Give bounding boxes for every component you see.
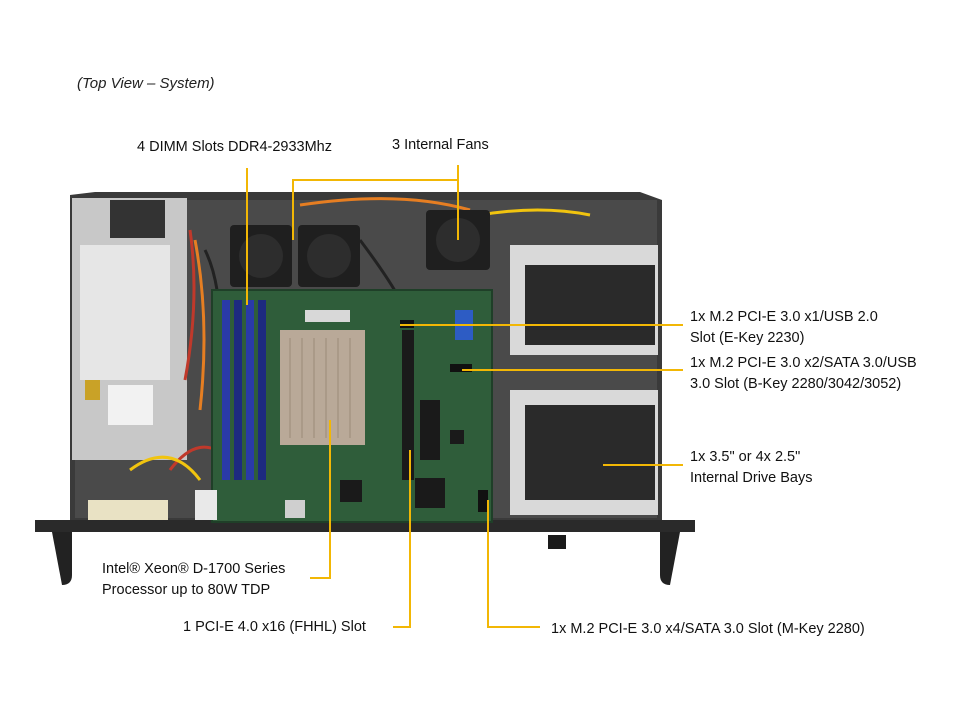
label-cpu: Intel® Xeon® D-1700 Series Processor up … [102, 559, 285, 601]
label-drive-bays-line1: 1x 3.5" or 4x 2.5" [690, 449, 801, 465]
cpu-heatsink [280, 330, 365, 445]
label-m2-bkey: 1x M.2 PCI-E 3.0 x2/SATA 3.0/USB 3.0 Slo… [690, 353, 917, 395]
leader-lines [246, 165, 683, 628]
m2-bkey-slot [450, 364, 472, 372]
m2-mkey-slot [478, 490, 488, 512]
view-caption: (Top View – System) [77, 75, 215, 92]
label-dimm-text: 4 DIMM Slots DDR4-2933Mhz [137, 139, 332, 155]
label-m2-bkey-line2: 3.0 Slot (B-Key 2280/3042/3052) [690, 376, 902, 392]
label-drive-bays-line2: Internal Drive Bays [690, 470, 813, 486]
leader-pcie [393, 450, 411, 628]
leader-m2-mkey [487, 500, 540, 628]
label-m2-ekey: 1x M.2 PCI-E 3.0 x1/USB 2.0 Slot (E-Key … [690, 307, 878, 349]
label-drive-bays: 1x 3.5" or 4x 2.5" Internal Drive Bays [690, 447, 813, 489]
power-supply [72, 198, 187, 520]
label-m2-mkey: 1x M.2 PCI-E 3.0 x4/SATA 3.0 Slot (M-Key… [551, 619, 865, 640]
label-fans: 3 Internal Fans [392, 135, 489, 156]
label-pcie-text: 1 PCI-E 4.0 x16 (FHHL) Slot [183, 619, 366, 635]
leader-cpu [310, 420, 331, 579]
label-cpu-line1: Intel® Xeon® D-1700 Series [102, 561, 286, 577]
label-fans-text: 3 Internal Fans [392, 137, 489, 153]
label-dimm-slots: 4 DIMM Slots DDR4-2933Mhz [137, 137, 332, 158]
drive-bays [510, 245, 658, 515]
label-m2-ekey-line1: 1x M.2 PCI-E 3.0 x1/USB 2.0 [690, 309, 878, 325]
label-m2-ekey-line2: Slot (E-Key 2230) [690, 330, 805, 346]
label-pcie-slot: 1 PCI-E 4.0 x16 (FHHL) Slot [183, 617, 366, 638]
dimm-slots [222, 300, 266, 480]
leader-fans [292, 179, 459, 240]
pcie-slot [402, 330, 414, 480]
label-cpu-line2: Processor up to 80W TDP [102, 582, 271, 598]
motherboard [195, 289, 493, 523]
label-m2-mkey-text: 1x M.2 PCI-E 3.0 x4/SATA 3.0 Slot (M-Key… [551, 621, 865, 637]
label-m2-bkey-line1: 1x M.2 PCI-E 3.0 x2/SATA 3.0/USB [690, 355, 917, 371]
